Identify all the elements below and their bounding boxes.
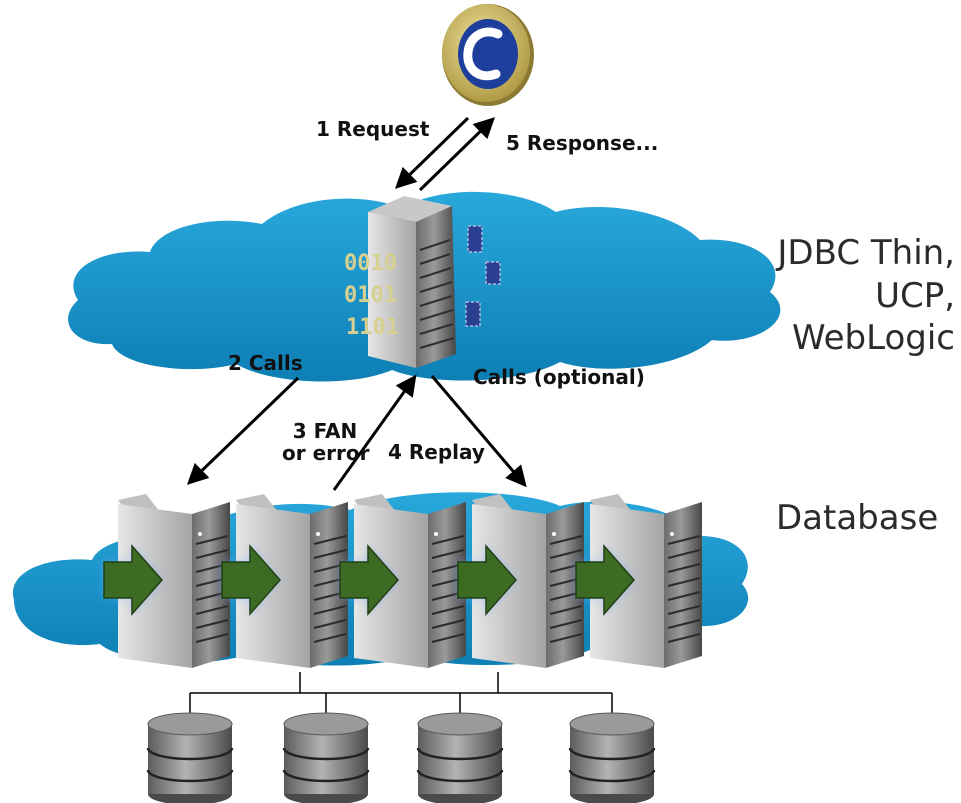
tier-arrows: [186, 374, 527, 491]
server-vent-line: [667, 633, 701, 643]
server-led-icon: [434, 532, 438, 536]
disk-top: [417, 712, 503, 736]
server-vent-line: [431, 535, 465, 545]
server-vent-line: [313, 619, 347, 629]
flow-arrow-icon: [221, 544, 282, 616]
middle-tier-line1: JDBC Thin,: [777, 233, 955, 273]
server-vent-line: [313, 535, 347, 545]
disk-ring: [146, 769, 234, 783]
disk-ring: [282, 769, 370, 783]
disk-ring: [416, 769, 504, 783]
client-c-logo-icon: [442, 4, 534, 106]
calls-optional-arrow: [430, 375, 527, 488]
flow-arrow-shape: [339, 544, 400, 616]
binary-line-1: 0010: [344, 251, 397, 276]
server-vent-line: [195, 535, 229, 545]
server-vent-line: [313, 605, 347, 615]
server-vent-line: [667, 619, 701, 629]
server-vent-line: [195, 633, 229, 643]
disk-icon: [568, 693, 656, 803]
server-led-icon: [552, 532, 556, 536]
server-vent-line: [549, 549, 583, 559]
disk-icon: [146, 693, 234, 803]
flow-arrow-shape: [457, 544, 518, 616]
database-server-row: [103, 494, 702, 668]
disk-wiring: [190, 672, 612, 694]
data-chip-icon: [465, 301, 481, 327]
replay-label: 4 Replay: [388, 440, 485, 464]
middle-tier-line3: WebLogic: [792, 318, 955, 358]
flow-arrow-shape: [103, 544, 164, 616]
server-led-icon: [316, 532, 320, 536]
server-vent-line: [431, 619, 465, 629]
flow-arrow-shape: [575, 544, 636, 616]
server-vent-line: [313, 549, 347, 559]
server-vent-line: [431, 549, 465, 559]
middle-tier-server: [368, 196, 501, 368]
middle-tier-line2: UCP,: [875, 275, 955, 316]
database-tier-label: Database: [776, 498, 939, 538]
disk-icon: [282, 693, 370, 803]
server-vent-line: [195, 619, 229, 629]
disk-ring: [416, 747, 504, 761]
server-vent-line: [313, 633, 347, 643]
server-vent-line: [195, 605, 229, 615]
flow-arrow-icon: [339, 544, 400, 616]
server-vent-line: [667, 535, 701, 545]
server-vent-line: [667, 549, 701, 559]
server-vent-line: [549, 535, 583, 545]
calls-label: 2 Calls: [228, 351, 303, 375]
binary-line-3: 1101: [346, 315, 399, 340]
disk-top: [283, 712, 369, 736]
server-vent-line: [667, 605, 701, 615]
disk-ring: [282, 747, 370, 761]
flow-arrow-icon: [103, 544, 164, 616]
fan-label-line2: or error: [282, 441, 370, 465]
server-vent-line: [667, 563, 701, 573]
server-vent-line: [549, 619, 583, 629]
request-response-arrows: [394, 116, 496, 192]
server-led-icon: [670, 532, 674, 536]
fan-error-arrow: [332, 374, 417, 491]
disk-ring: [146, 747, 234, 761]
server-vent-line: [549, 633, 583, 643]
response-arrow: [418, 117, 496, 192]
fan-error-label: 3 FAN or error: [282, 419, 370, 465]
disk-icon: [416, 693, 504, 803]
server-vent-line: [431, 605, 465, 615]
request-arrow: [394, 116, 470, 189]
server-vent-line: [667, 591, 701, 601]
server-vent-line: [195, 549, 229, 559]
request-label: 1 Request: [316, 117, 430, 141]
response-label: 5 Response...: [506, 131, 659, 155]
server-vent-line: [667, 577, 701, 587]
calls-arrow: [186, 376, 300, 485]
binary-digits: 0010 0101 1101: [344, 251, 399, 340]
disk-ring: [568, 769, 656, 783]
database-server: [472, 494, 584, 668]
calls-optional-label: Calls (optional): [473, 365, 645, 389]
binary-line-2: 0101: [344, 283, 397, 308]
data-chip-icon: [485, 261, 501, 285]
middle-tier-label: JDBC Thin, UCP, WebLogic: [777, 232, 955, 360]
server-vent-line: [431, 633, 465, 643]
fan-label-line1: 3 FAN: [292, 419, 358, 443]
flow-arrow-shape: [221, 544, 282, 616]
disk-array: [146, 693, 656, 803]
disk-top: [147, 712, 233, 736]
server-led-icon: [198, 532, 202, 536]
flow-arrow-icon: [575, 544, 636, 616]
flow-arrow-icon: [457, 544, 518, 616]
disk-ring: [568, 747, 656, 761]
data-chip-icon: [467, 225, 483, 253]
disk-top: [569, 712, 655, 736]
server-vent-line: [549, 605, 583, 615]
